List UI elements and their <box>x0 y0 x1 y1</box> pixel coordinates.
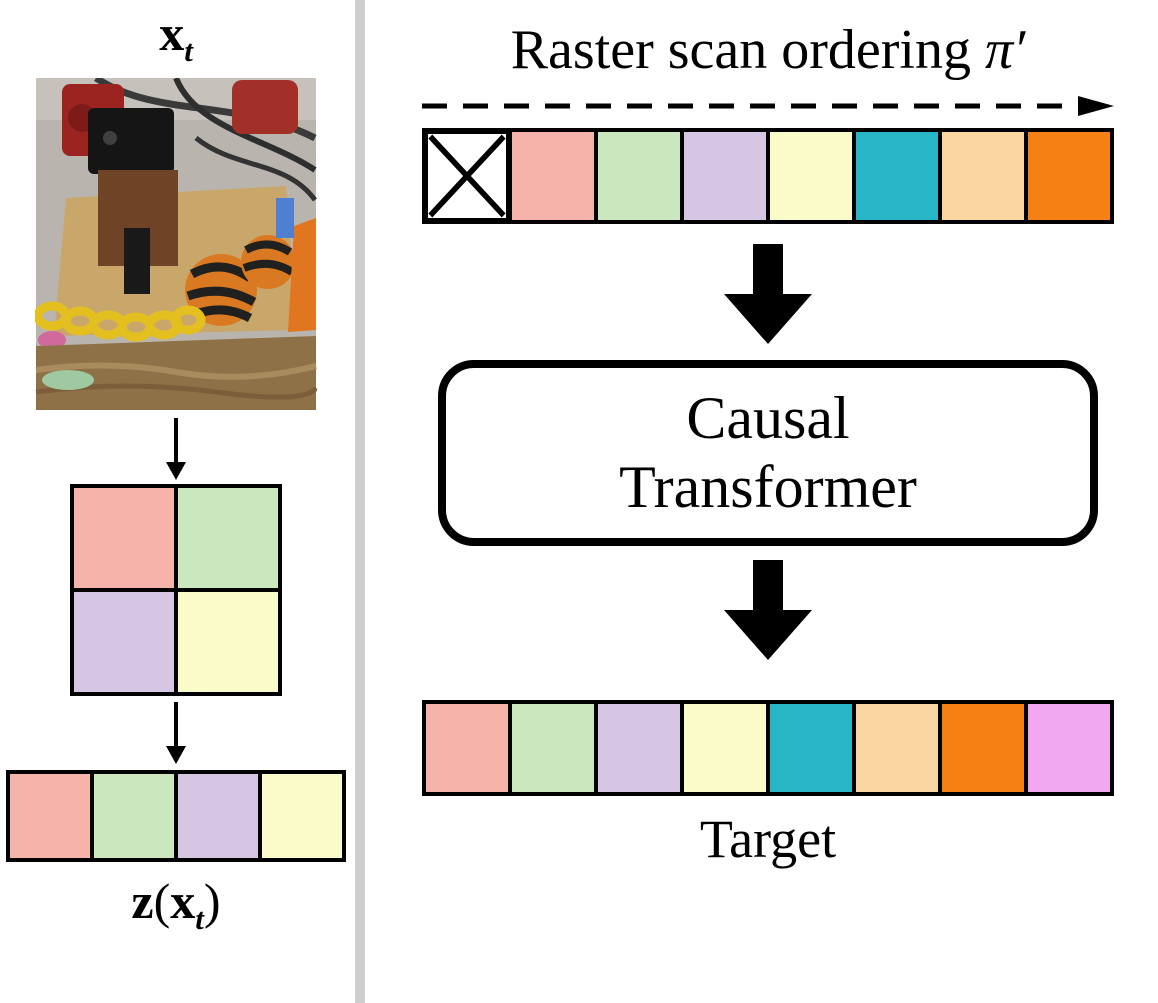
green-token <box>510 702 596 795</box>
mask-token <box>424 130 510 223</box>
block-down-arrow-icon <box>724 244 812 345</box>
down-arrow-icon <box>166 418 186 481</box>
raster-order-title-text: Raster scan ordering <box>510 19 971 81</box>
green-token <box>92 772 176 861</box>
left-panel: xt <box>0 0 352 936</box>
raster-order-title-pi: π′ <box>984 19 1026 81</box>
peach-token <box>940 130 1026 223</box>
target-label: Target <box>699 809 837 870</box>
right-panel: Raster scan ordering π′ Causal Transform… <box>378 0 1158 870</box>
down-arrow-icon <box>166 702 186 765</box>
green-token <box>596 130 682 223</box>
vertical-divider <box>355 0 365 1003</box>
output-label-open-paren: ( <box>153 873 171 930</box>
causal-transformer-box: Causal Transformer <box>438 360 1098 547</box>
output-label-subscript: t <box>195 901 204 937</box>
yellow-token <box>176 590 280 695</box>
robot-scene-image <box>35 78 317 411</box>
patch-grid <box>70 484 282 697</box>
purple-token <box>176 772 260 861</box>
purple-token <box>596 702 682 795</box>
pink-token <box>510 130 596 223</box>
raster-scan-arrow-icon <box>422 96 1114 117</box>
pink-token <box>8 772 92 861</box>
peach-token <box>854 702 940 795</box>
transformer-label-line1: Causal <box>686 385 850 452</box>
output-label-arg: x <box>170 873 196 930</box>
purple-token <box>72 590 176 695</box>
x-cross-icon <box>428 134 506 218</box>
yellow-token <box>260 772 344 861</box>
target-token-row <box>422 700 1114 797</box>
pink-token <box>72 486 176 591</box>
latent-token-row <box>6 770 346 863</box>
input-label: xt <box>159 6 193 68</box>
orange-token <box>940 702 1026 795</box>
output-label: z(xt) <box>131 874 220 936</box>
output-label-fn: z <box>131 873 154 930</box>
input-label-subscript: t <box>184 33 193 68</box>
teal-token <box>854 130 940 223</box>
yellow-token <box>768 130 854 223</box>
yellow-token <box>682 702 768 795</box>
orange-token <box>1026 130 1112 223</box>
teal-token <box>768 702 854 795</box>
input-token-row <box>422 128 1114 225</box>
input-label-base: x <box>159 5 185 61</box>
pink-token <box>424 702 510 795</box>
violet-token <box>1026 702 1112 795</box>
output-label-close-paren: ) <box>203 873 221 930</box>
transformer-label-line2: Transformer <box>619 454 917 521</box>
green-token <box>176 486 280 591</box>
block-down-arrow-icon <box>724 560 812 661</box>
raster-order-title: Raster scan ordering π′ <box>511 18 1026 82</box>
purple-token <box>682 130 768 223</box>
